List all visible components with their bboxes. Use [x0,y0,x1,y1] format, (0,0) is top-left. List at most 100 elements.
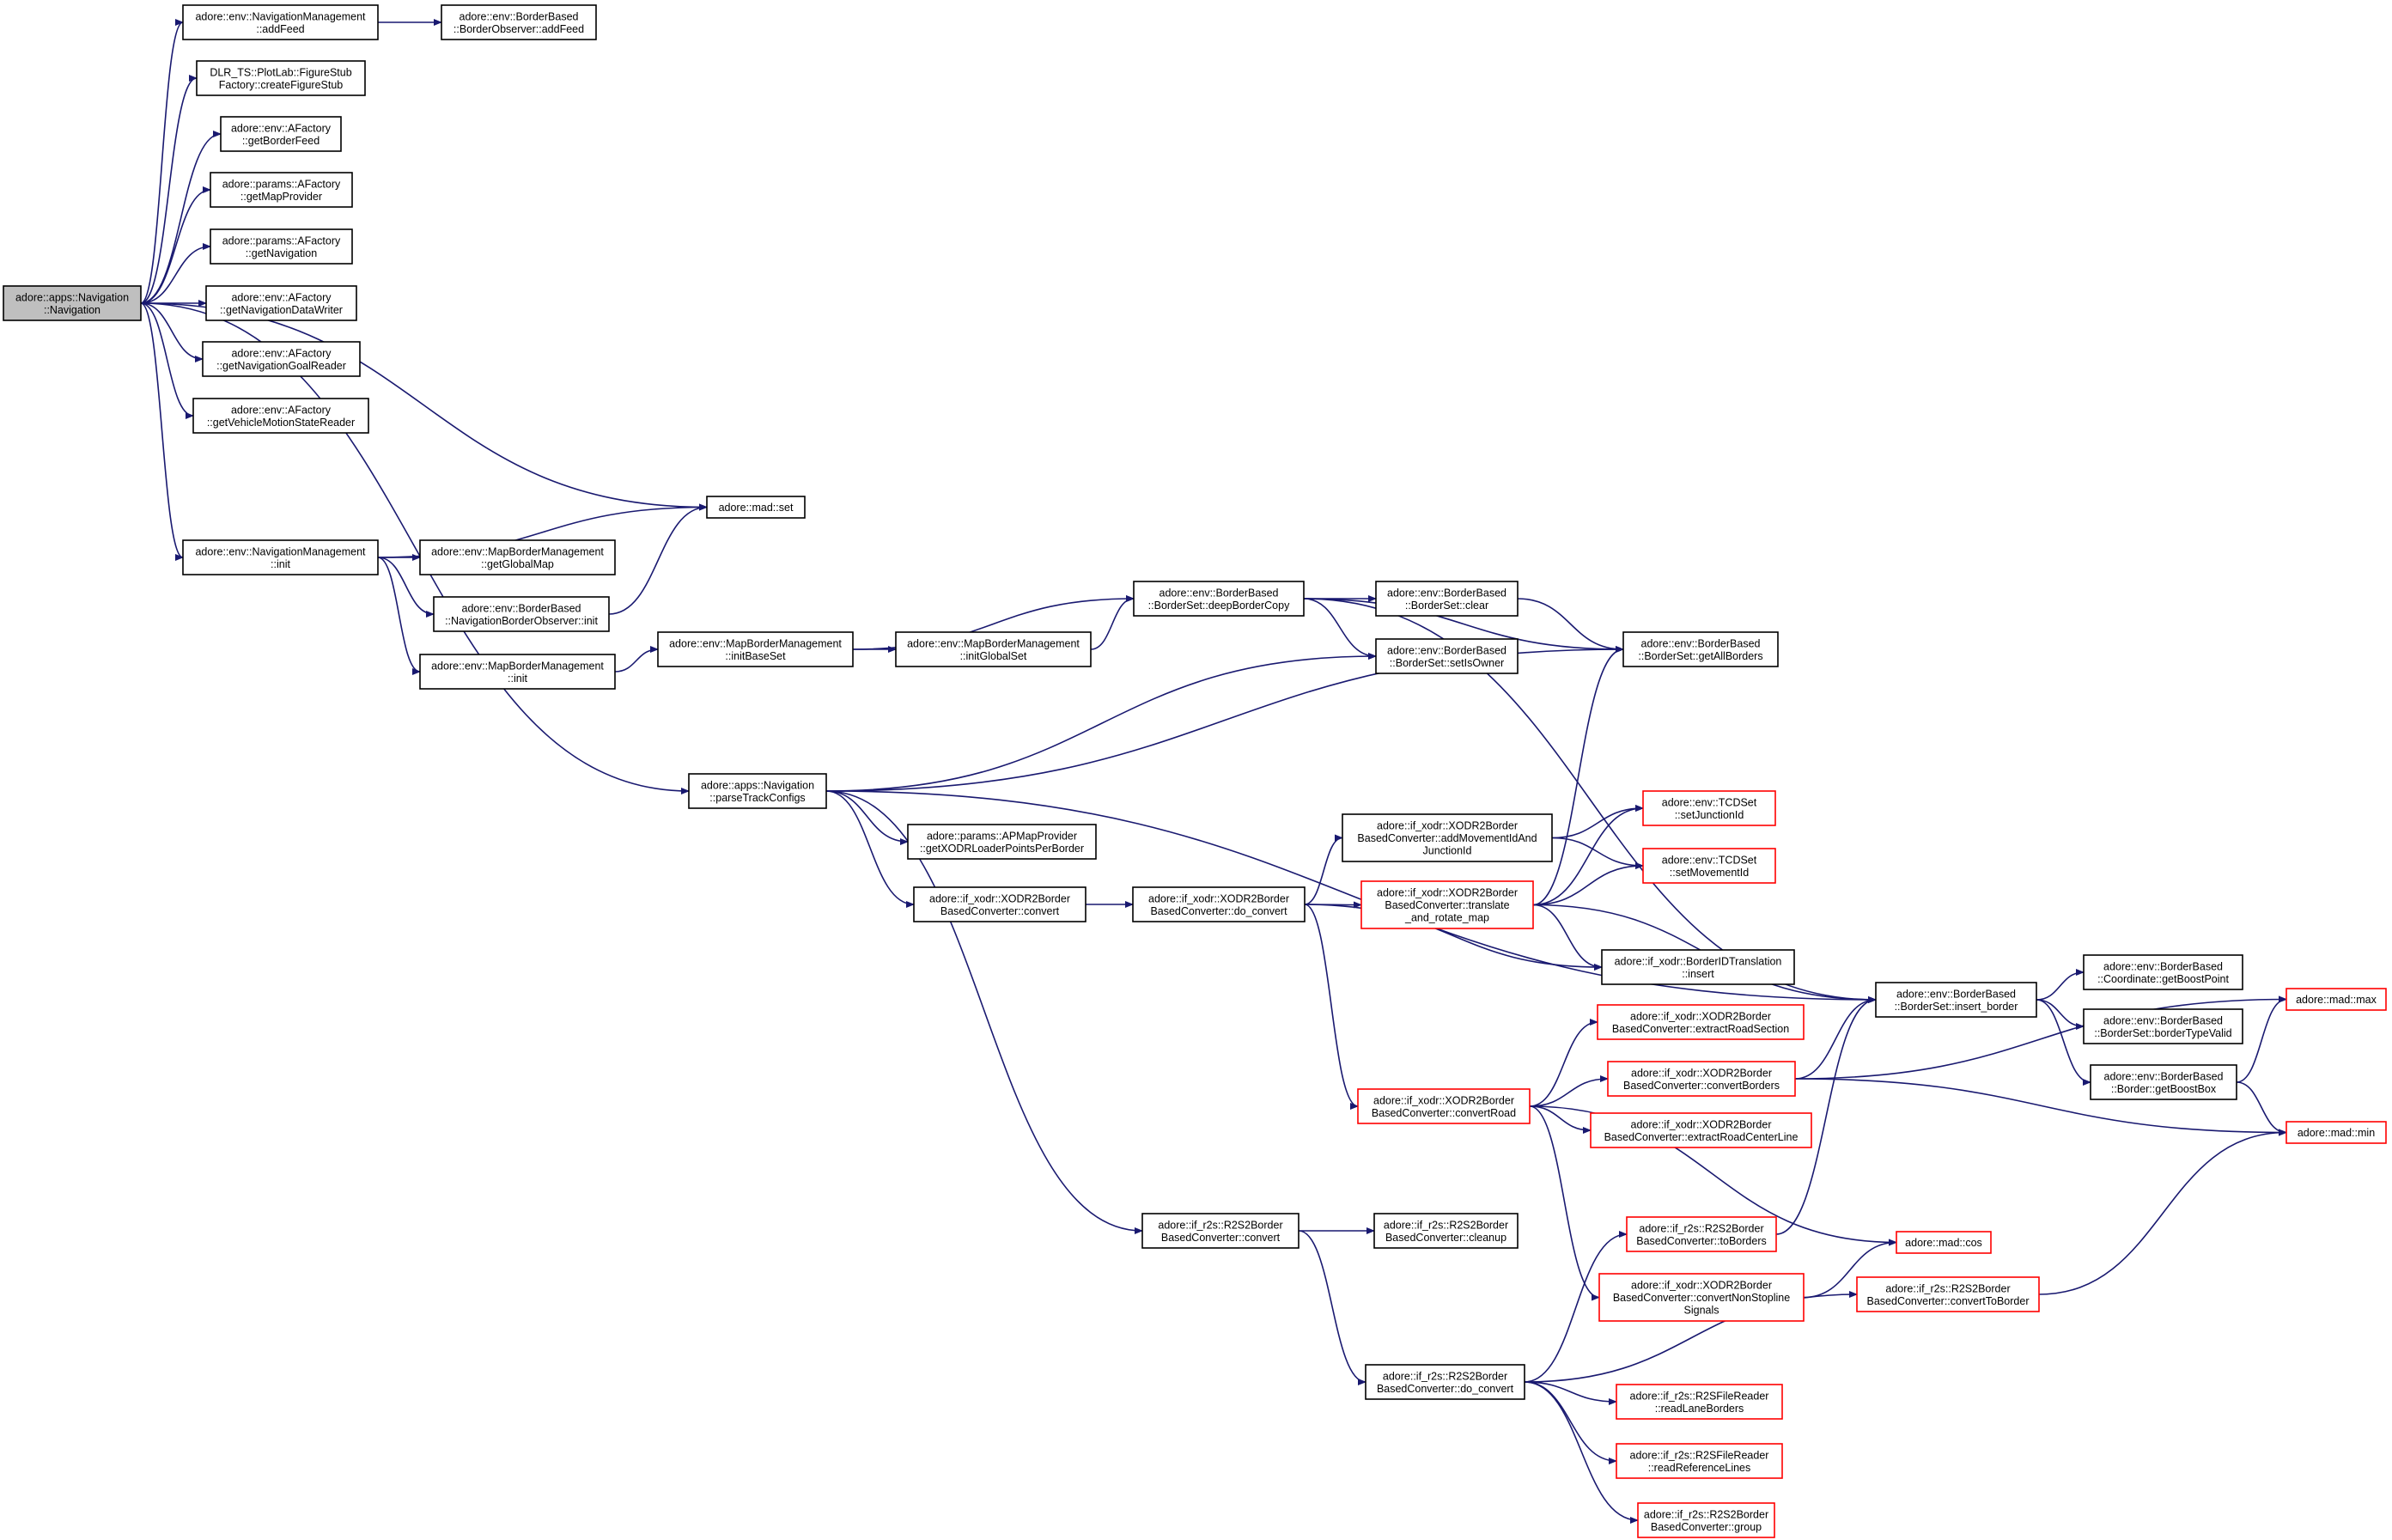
node-box[interactable] [907,824,1097,860]
graph-node[interactable]: adore::env::TCDSet::setJunctionId [1642,790,1776,826]
graph-node[interactable]: adore::env::BorderBased::BorderSet::getA… [1622,631,1779,667]
node-box[interactable] [1642,790,1776,826]
node-box[interactable] [2090,1064,2237,1100]
graph-node[interactable]: adore::if_r2s::R2S2BorderBasedConverter:… [1856,1276,2040,1312]
graph-node[interactable]: adore::if_xodr::XODR2BorderBasedConverte… [1342,813,1553,862]
node-box[interactable] [1622,631,1779,667]
node-box[interactable] [1607,1061,1796,1097]
node-box[interactable] [1642,848,1776,884]
node-box[interactable] [419,654,616,690]
node-box[interactable] [210,172,353,208]
graph-node[interactable]: adore::if_r2s::R2S2BorderBasedConverter:… [1141,1213,1299,1249]
node-box[interactable] [433,596,610,632]
graph-node[interactable]: adore::if_xodr::XODR2BorderBasedConverte… [1597,1004,1805,1040]
graph-node[interactable]: adore::env::AFactory::getVehicleMotionSt… [192,398,369,434]
graph-node[interactable]: adore::if_xodr::XODR2BorderBasedConverte… [1132,886,1306,922]
graph-node[interactable]: adore::if_xodr::XODR2BorderBasedConverte… [1357,1088,1531,1124]
node-box[interactable] [1598,1273,1805,1322]
graph-node[interactable]: adore::mad::max [2285,988,2387,1011]
graph-node[interactable]: adore::params::AFactory::getNavigation [210,228,353,265]
graph-node[interactable]: adore::env::BorderBased::BorderSet::setI… [1375,638,1519,674]
node-box[interactable] [192,398,369,434]
node-box[interactable] [1616,1384,1783,1420]
graph-node[interactable]: adore::env::BorderBased::BorderSet::clea… [1375,581,1519,617]
node-box[interactable] [2083,954,2243,990]
graph-node[interactable]: adore::if_xodr::XODR2BorderBasedConverte… [913,886,1086,922]
graph-node[interactable]: adore::if_xodr::XODR2BorderBasedConverte… [1607,1061,1796,1097]
node-box[interactable] [1133,581,1305,617]
graph-node[interactable]: adore::if_xodr::XODR2BorderBasedConverte… [1590,1112,1812,1148]
graph-node[interactable]: adore::env::NavigationManagement::init [182,539,379,575]
node-box[interactable] [1896,1231,1992,1254]
node-box[interactable] [419,539,616,575]
node-box[interactable] [1373,1213,1519,1249]
node-box[interactable] [1616,1443,1783,1479]
graph-node[interactable]: adore::env::TCDSet::setMovementId [1642,848,1776,884]
graph-node[interactable]: adore::env::MapBorderManagement::initGlo… [895,631,1092,667]
graph-node[interactable]: adore::if_r2s::R2SFileReader::readLaneBo… [1616,1384,1783,1420]
graph-node[interactable]: adore::env::AFactory::getNavigationDataW… [205,285,357,321]
graph-node[interactable]: adore::params::APMapProvider::getXODRLoa… [907,824,1097,860]
node-box[interactable] [202,341,361,377]
graph-node[interactable]: adore::if_xodr::XODR2BorderBasedConverte… [1360,880,1534,929]
node-box[interactable] [1360,880,1534,929]
graph-node[interactable]: adore::env::AFactory::getBorderFeed [220,116,342,152]
graph-node[interactable]: adore::if_r2s::R2SFileReader::readRefere… [1616,1443,1783,1479]
graph-node[interactable]: adore::if_r2s::R2S2BorderBasedConverter:… [1365,1364,1525,1400]
node-box[interactable] [182,539,379,575]
graph-node[interactable]: adore::if_xodr::XODR2BorderBasedConverte… [1598,1273,1805,1322]
node-box[interactable] [182,4,379,40]
node-box[interactable] [210,228,353,265]
graph-node[interactable]: adore::if_r2s::R2S2BorderBasedConverter:… [1626,1216,1777,1252]
node-box[interactable] [2285,988,2387,1011]
node-box[interactable] [196,60,366,96]
node-box[interactable] [1856,1276,2040,1312]
node-box[interactable] [895,631,1092,667]
node-box[interactable] [1597,1004,1805,1040]
graph-node[interactable]: adore::env::BorderBased::Border::getBoos… [2090,1064,2237,1100]
graph-node[interactable]: adore::env::BorderBased::BorderSet::inse… [1875,982,2037,1018]
graph-node[interactable]: adore::env::NavigationManagement::addFee… [182,4,379,40]
graph-node[interactable]: adore::env::BorderBased::NavigationBorde… [433,596,610,632]
node-box[interactable] [1637,1502,1775,1538]
graph-node[interactable]: adore::env::BorderBased::BorderSet::deep… [1133,581,1305,617]
node-box[interactable] [3,285,142,321]
node-box[interactable] [1132,886,1306,922]
graph-node[interactable]: adore::mad::min [2285,1121,2387,1144]
graph-node[interactable]: adore::if_r2s::R2S2BorderBasedConverter:… [1373,1213,1519,1249]
graph-node[interactable]: adore::env::AFactory::getNavigationGoalR… [202,341,361,377]
node-box[interactable] [913,886,1086,922]
node-box[interactable] [1626,1216,1777,1252]
node-box[interactable] [1375,638,1519,674]
node-box[interactable] [205,285,357,321]
graph-node[interactable]: adore::mad::cos [1896,1231,1992,1254]
graph-node[interactable]: adore::env::BorderBased::BorderSet::bord… [2083,1008,2243,1044]
graph-node[interactable]: adore::apps::Navigation::Navigation [3,285,142,321]
node-box[interactable] [2285,1121,2387,1144]
graph-node[interactable]: adore::env::BorderBased::BorderObserver:… [441,4,597,40]
graph-node[interactable]: adore::mad::set [706,496,806,519]
graph-node[interactable]: adore::if_xodr::BorderIDTranslation::ins… [1601,949,1795,985]
node-box[interactable] [1357,1088,1531,1124]
graph-node[interactable]: adore::params::AFactory::getMapProvider [210,172,353,208]
graph-node[interactable]: adore::env::MapBorderManagement::initBas… [657,631,854,667]
graph-node[interactable]: adore::env::MapBorderManagement::init [419,654,616,690]
node-box[interactable] [2083,1008,2243,1044]
node-box[interactable] [1342,813,1553,862]
graph-node[interactable]: DLR_TS::PlotLab::FigureStubFactory::crea… [196,60,366,96]
graph-node[interactable]: adore::apps::Navigation::parseTrackConfi… [688,773,827,809]
node-box[interactable] [657,631,854,667]
node-box[interactable] [1375,581,1519,617]
node-box[interactable] [1590,1112,1812,1148]
graph-node[interactable]: adore::if_r2s::R2S2BorderBasedConverter:… [1637,1502,1775,1538]
graph-node[interactable]: adore::env::BorderBased::Coordinate::get… [2083,954,2243,990]
node-box[interactable] [706,496,806,519]
node-box[interactable] [220,116,342,152]
node-box[interactable] [1141,1213,1299,1249]
graph-node[interactable]: adore::env::MapBorderManagement::getGlob… [419,539,616,575]
node-box[interactable] [688,773,827,809]
node-box[interactable] [441,4,597,40]
node-box[interactable] [1875,982,2037,1018]
node-box[interactable] [1601,949,1795,985]
node-box[interactable] [1365,1364,1525,1400]
